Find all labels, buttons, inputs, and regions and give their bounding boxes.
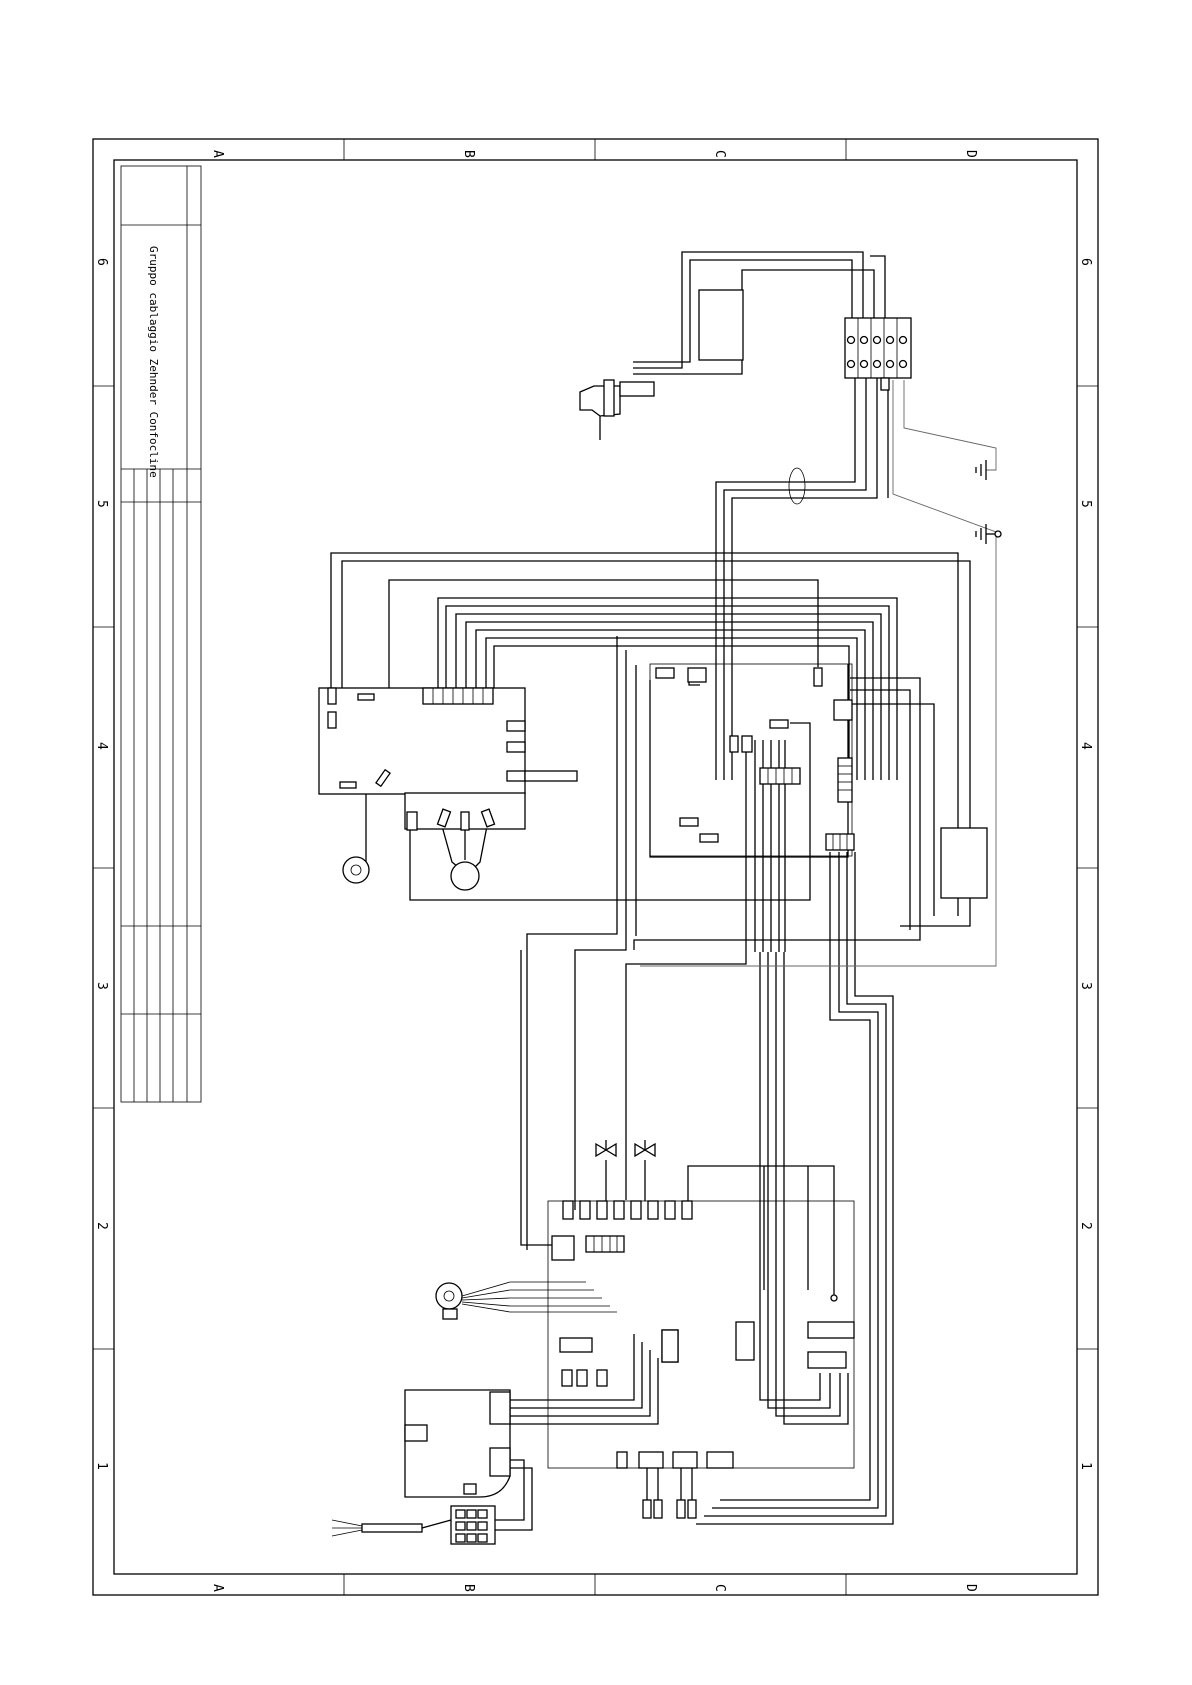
- earth-terminal: [995, 531, 1001, 537]
- control-board-right: [650, 664, 854, 856]
- zone-row-left-4: 4: [94, 742, 109, 750]
- zone-col-top-c: C: [712, 150, 727, 158]
- zone-row-right-3: 3: [1078, 982, 1093, 990]
- zone-col-bottom-b: B: [461, 1584, 476, 1592]
- sensor-wheel: [343, 857, 369, 883]
- zone-col-top-a: A: [210, 150, 225, 158]
- zone-col-bottom-a: A: [210, 1584, 225, 1592]
- drawing-title: Gruppo cablaggio Zehnder Confocline: [147, 246, 160, 478]
- earth-symbol-2: [976, 524, 996, 544]
- zone-row-right-5: 5: [1078, 500, 1093, 508]
- earth-symbol-1: [976, 460, 986, 480]
- wiring-harness: [331, 252, 970, 1524]
- zone-row-right-2: 2: [1078, 1222, 1093, 1230]
- zone-row-right-6: 6: [1078, 258, 1093, 266]
- fan-power-module: [405, 1330, 678, 1497]
- control-board-left: [319, 688, 577, 830]
- fan-motor: [451, 862, 479, 890]
- stepper-motor: [436, 1282, 617, 1319]
- display-module: [941, 828, 987, 898]
- zone-row-left-3: 3: [94, 982, 109, 990]
- power-supply-module: [699, 290, 743, 360]
- title-block: [121, 166, 201, 1102]
- mains-plug: [580, 380, 654, 440]
- zone-row-right-1: 1: [1078, 1462, 1093, 1470]
- zone-col-top-d: D: [963, 150, 978, 158]
- zone-col-top-b: B: [461, 150, 476, 158]
- inner-frame: [114, 160, 1077, 1574]
- zone-row-right-4: 4: [1078, 742, 1093, 750]
- three-way-valve-2: [635, 1140, 655, 1156]
- zone-row-left-2: 2: [94, 1222, 109, 1230]
- zone-row-left-5: 5: [94, 500, 109, 508]
- bottom-connectors: [643, 1468, 696, 1518]
- zone-col-bottom-c: C: [712, 1584, 727, 1592]
- zone-col-bottom-d: D: [963, 1584, 978, 1592]
- zone-row-left-1: 1: [94, 1462, 109, 1470]
- three-way-valve-1: [596, 1140, 616, 1156]
- zone-row-left-6: 6: [94, 258, 109, 266]
